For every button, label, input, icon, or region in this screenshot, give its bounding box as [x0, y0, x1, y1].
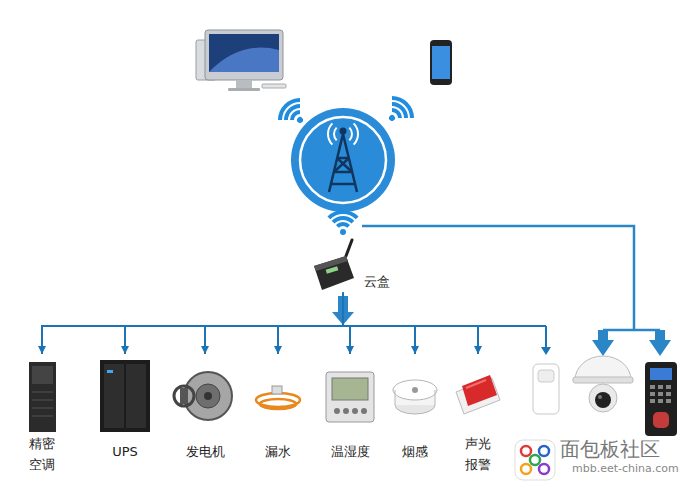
thermo-hygrometer-icon	[326, 372, 374, 422]
device-label: 烟感	[387, 442, 443, 463]
air-conditioner-icon	[29, 362, 56, 432]
generator-icon	[174, 372, 232, 420]
arrow-head	[541, 347, 551, 355]
wifi-symbol	[379, 91, 419, 131]
wifi-symbol	[327, 210, 358, 235]
cloud-box-icon	[314, 240, 354, 290]
wireless-link	[362, 226, 660, 330]
bus-wire	[478, 326, 546, 347]
bus-connector	[343, 293, 350, 354]
device-label: 云盒	[364, 272, 408, 293]
watermark-text: 面包板社区	[560, 436, 660, 463]
bus-connector	[205, 293, 343, 354]
device-node: 发电机	[177, 354, 233, 463]
wifi-symbol	[273, 93, 313, 133]
device-label: 声光报警	[463, 434, 493, 476]
network-tower	[291, 108, 395, 212]
device-label: 发电机	[177, 442, 233, 463]
device-node: 声光报警	[450, 354, 506, 476]
infrared-sensor-icon	[533, 364, 559, 414]
device-node: 精密空调	[14, 354, 70, 476]
phone-icon	[430, 40, 452, 85]
device-node: 温湿度	[322, 354, 378, 463]
alarm-icon	[456, 375, 500, 414]
ups-icon	[100, 360, 150, 432]
watermark-logo	[515, 440, 555, 480]
watermark-url: mbb.eet-china.com	[572, 462, 679, 475]
access-control-icon	[645, 362, 677, 436]
device-label: 温湿度	[322, 442, 378, 463]
device-node: 漏水	[250, 354, 306, 463]
device-label: UPS	[97, 442, 153, 463]
computer-icon	[196, 30, 286, 91]
flow-arrow	[649, 330, 671, 356]
bus-connector	[278, 293, 343, 354]
flow-arrow	[592, 330, 614, 356]
leak-sensor-icon	[256, 386, 300, 409]
smoke-detector-icon	[393, 380, 437, 414]
device-label: 精密空调	[27, 434, 57, 476]
bus-connector	[343, 293, 478, 354]
device-label: 漏水	[250, 442, 306, 463]
bus-connector	[42, 293, 343, 354]
camera-icon	[573, 356, 633, 412]
cloud-box-node: 云盒	[308, 262, 408, 293]
device-node: UPS	[97, 354, 153, 463]
bus-connector	[343, 293, 415, 354]
device-node: 烟感	[387, 354, 443, 463]
bus-connector	[125, 293, 343, 354]
